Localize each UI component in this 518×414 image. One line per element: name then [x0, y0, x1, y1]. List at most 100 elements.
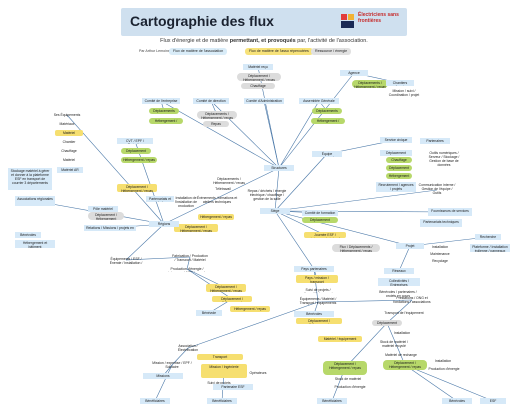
node-n35: Hébergement et bâtiment [15, 240, 55, 248]
node-n109: Bénévoles [442, 398, 472, 404]
node-n22: CVT / EPF / Opération [117, 138, 153, 144]
node-n34: Bénévoles [15, 232, 41, 238]
node-n91: Production d'énergie [428, 367, 460, 371]
node-n40: Événements, formations et ateliers techn… [196, 196, 238, 204]
node-n20: Matériel [62, 158, 76, 162]
node-n54: Déplacement [386, 165, 412, 171]
node-n27: Associations régionales [15, 196, 55, 206]
node-n57: Communication interne / Gestion de l'équ… [418, 183, 456, 195]
logo-text: Électriciens sans frontières [358, 12, 399, 24]
subtitle-text-1: Flux d'énergie et de matière [160, 38, 230, 44]
node-n56: Recrutement / agences / projets [376, 182, 416, 192]
node-n78: Suivi de projets / dispositifs transport [303, 288, 332, 293]
node-n76: Pays partenaires [294, 266, 334, 272]
node-n5: Comité de direction [193, 98, 229, 104]
node-n92: Bénéficiaires [140, 398, 170, 404]
node-n32: Déplacement / Hébergement / repas [174, 224, 218, 232]
node-n62: Recherche [475, 234, 501, 240]
header-banner: Cartographie des flux Électriciens sans … [121, 8, 407, 36]
edge-n37-n50 [274, 153, 328, 212]
node-n31: Installation de l'installation de produc… [174, 196, 198, 207]
edge-n37-n76 [274, 210, 315, 270]
node-n101: Partenaire ESF [213, 384, 253, 390]
node-n61: Partenariats techniques [420, 219, 462, 227]
node-n55: Hébergement / repas [386, 173, 412, 179]
edge-n83-n85 [386, 299, 413, 324]
node-n64: Installation [431, 245, 449, 249]
node-n59: Partenaires [420, 138, 450, 144]
node-n104: Stock de matériel [334, 377, 362, 381]
node-n46: Agence [340, 70, 368, 76]
node-n75: Bénévole [196, 310, 222, 316]
edge-n85-n103 [344, 322, 388, 369]
edge-n95-n97 [171, 347, 189, 366]
edge-n85-n89 [386, 322, 406, 366]
node-n52: Déplacement [380, 150, 412, 156]
node-n69: Équipements / ESF / Énergie / Installati… [109, 257, 143, 264]
node-n79: Équipements / Matériel / Transport / équ… [299, 297, 337, 305]
node-n43: Comité de formation [302, 210, 338, 216]
node-n47: Déplacements / Hébergement / repas [352, 80, 388, 88]
node-n88: Matériel de rechange [385, 353, 417, 357]
node-n28: Pôle matériel [88, 206, 118, 212]
legend-author: Par Arthur Lemoine 2022 [139, 49, 179, 53]
node-n80: Bénévoles [294, 311, 334, 317]
subtitle-text-2: par, l'activité de l'association. [295, 38, 368, 44]
edge-n89-n110 [404, 364, 494, 402]
node-n7: Assemblée Générale [299, 98, 339, 104]
edge-n8-n33 [163, 167, 280, 225]
node-n16: Matériaux [59, 122, 75, 126]
node-n105: Production d'énergie [334, 385, 366, 389]
edge-n79-n83 [317, 299, 413, 303]
node-n24: Hébergement / repas [121, 157, 157, 163]
edge-n33-n15 [66, 114, 165, 225]
node-n4: Comité de l'entreprise [142, 98, 180, 104]
edge-n37-n57 [274, 189, 438, 212]
node-n94: Bénéficiaires [317, 398, 347, 404]
edge-n33-n69 [125, 223, 165, 261]
edge-n70-n71 [186, 256, 191, 270]
node-n49: Mission / suivi / Coordination / projet [388, 89, 420, 97]
edge-n8-n6 [263, 100, 280, 169]
node-n33: Régions [149, 221, 179, 227]
node-n14: Hébergement / repas [311, 118, 345, 124]
node-n44: Déplacement [302, 217, 338, 223]
node-n73: Déplacement / Hébergement [212, 296, 252, 302]
node-n89: Déplacement / Hébergement / repas [383, 360, 427, 370]
node-n23: Déplacement [121, 148, 151, 154]
node-n110: ESF [480, 398, 506, 404]
node-n70: Fabrication / Production / Transport / M… [172, 254, 208, 261]
node-n74: Hébergement / repas [230, 306, 270, 312]
node-n13: Déplacements [312, 108, 342, 114]
node-n95: Association / Électrification [177, 344, 199, 352]
edge-n67-n106 [398, 245, 411, 272]
node-n18: Chantier [62, 140, 76, 144]
node-n45: Journée ESF / événement régional [304, 232, 346, 238]
node-n50: Équipe permanente [312, 151, 342, 157]
node-n25: Stockage matériel à gérer et donner à la… [8, 168, 52, 190]
edge-n37-n45 [274, 210, 326, 236]
node-n2: Déplacement / Hébergement / repas [237, 73, 281, 81]
node-n77: Pays / mission / transport [296, 275, 338, 283]
node-n58: Outils numériques / Serveur / Stockage /… [428, 151, 460, 167]
node-n93: Bénéficiaires [207, 398, 237, 404]
node-n6: Comité d'Administration [244, 98, 284, 104]
node-n81: Déplacement / Hébergement [296, 318, 342, 324]
node-n97: Mission / expertise / EPF / Solidaire [152, 361, 192, 369]
node-n12: Repas [203, 121, 229, 127]
node-n60: Fournisseurs de services [428, 208, 472, 216]
subtitle-text-bold: permettant, et provoqués [229, 38, 296, 44]
page-subtitle: Flux d'énergie et de matière permettant,… [121, 38, 407, 44]
node-n106: Réseaux [384, 268, 414, 274]
node-n48: Chantiers fermé [386, 80, 414, 86]
edge-n33-n22 [134, 140, 165, 225]
node-n99: Mission / Ingénierie [201, 364, 247, 378]
node-n10: Hébergement / repas [149, 118, 183, 124]
node-n71: Production d'énergie / maintenance / MPE… [164, 267, 211, 272]
logo: Électriciens sans frontières [341, 12, 401, 31]
node-n30: Partenariats et labels [146, 196, 174, 202]
node-n1: Matériel reçu [243, 64, 273, 70]
edge-n8-n4 [160, 100, 280, 169]
node-n29: Déplacement / Hébergement [88, 212, 124, 220]
edge-n97-n92 [154, 364, 173, 402]
